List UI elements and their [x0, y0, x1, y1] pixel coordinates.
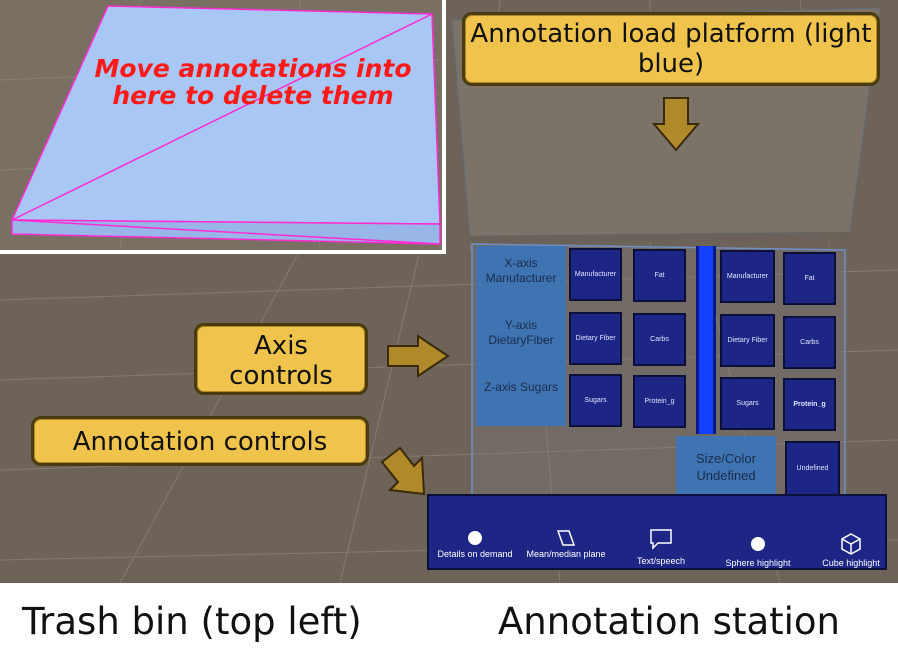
size-color-label[interactable]: Size/Color Undefined — [696, 451, 756, 483]
cube-icon — [841, 533, 861, 555]
x-axis-label[interactable]: X-axis Manufacturer — [485, 256, 557, 285]
tile-carbs-right[interactable]: Carbs — [783, 316, 836, 369]
trash-bin-label: Move annotations into here to delete the… — [94, 54, 412, 110]
tile-undefined[interactable]: Undefined — [785, 441, 840, 496]
y-axis-label[interactable]: Y-axis DietaryFiber — [488, 318, 554, 347]
details-on-demand-label: Details on demand — [437, 549, 513, 559]
plane-icon — [556, 530, 576, 546]
mean-median-plane-button[interactable]: Mean/median plane — [521, 496, 611, 572]
tile-protein-right[interactable]: Protein_g — [783, 378, 836, 431]
tile-protein[interactable]: Protein_g — [633, 375, 686, 428]
tile-fat[interactable]: Fat — [633, 249, 686, 302]
sphere-icon — [751, 537, 765, 551]
tile-manufacturer-right[interactable]: Manufacturer — [720, 250, 775, 303]
arrow-right-icon — [387, 334, 450, 378]
circle-icon — [468, 531, 482, 545]
tile-dietary-fiber-right[interactable]: Dietary Fiber — [720, 314, 775, 367]
scene-viewport: Move annotations into here to delete the… — [0, 0, 898, 583]
sphere-highlight-button[interactable]: Sphere highlight — [713, 496, 803, 572]
mean-median-plane-label: Mean/median plane — [526, 549, 606, 559]
trash-bin-inset: Move annotations into here to delete the… — [0, 0, 446, 254]
cube-highlight-button[interactable]: Cube highlight — [815, 496, 887, 572]
size-color-panel: Size/Color Undefined — [676, 436, 776, 498]
callout-axis-controls: Axis controls — [194, 323, 368, 395]
divider-bar — [696, 246, 716, 434]
tile-dietary-fiber[interactable]: Dietary Fiber — [569, 312, 622, 365]
tile-carbs[interactable]: Carbs — [633, 313, 686, 366]
z-axis-label[interactable]: Z-axis Sugars — [483, 380, 559, 394]
caption-trash-bin: Trash bin (top left) — [22, 600, 362, 643]
axis-controls-panel: X-axis Manufacturer Y-axis DietaryFiber … — [476, 246, 566, 426]
tile-manufacturer[interactable]: Manufacturer — [569, 248, 622, 301]
details-on-demand-button[interactable]: Details on demand — [435, 496, 515, 572]
cube-highlight-label: Cube highlight — [822, 558, 880, 568]
arrow-down-icon — [651, 97, 701, 152]
text-speech-label: Text/speech — [636, 556, 686, 566]
arrow-diagonal-icon — [380, 446, 426, 496]
text-speech-button[interactable]: Text/speech — [621, 496, 701, 572]
sphere-highlight-label: Sphere highlight — [725, 558, 791, 568]
callout-annotation-controls: Annotation controls — [31, 416, 369, 466]
callout-load-platform: Annotation load platform (light blue) — [462, 12, 880, 86]
caption-annotation-station: Annotation station — [498, 600, 840, 643]
speech-bubble-icon — [650, 529, 672, 550]
tile-sugars[interactable]: Sugars — [569, 374, 622, 427]
annotation-controls-bar: Details on demand Mean/median plane Text… — [427, 494, 887, 570]
tile-sugars-right[interactable]: Sugars — [720, 377, 775, 430]
tile-fat-right[interactable]: Fat — [783, 252, 836, 305]
